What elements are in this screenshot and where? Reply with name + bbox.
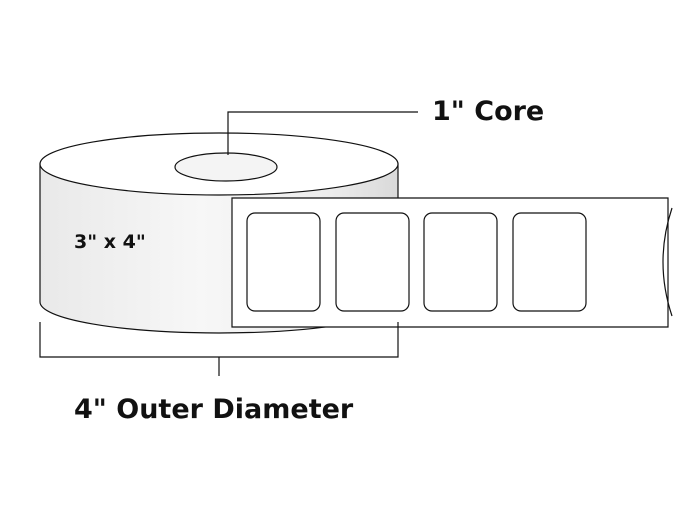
label-2 [335,212,410,312]
label-4 [512,212,587,312]
label-1 [246,212,321,312]
label-strip [231,197,673,328]
label-size-text: 3" x 4" [74,231,146,253]
outer-diameter-label: 4" Outer Diameter [74,394,354,425]
roll-core-hole [174,152,278,182]
label-3 [423,212,498,312]
core-callout-line [227,111,418,155]
strip-curl-edge [662,207,673,317]
core-label: 1" Core [432,96,544,127]
